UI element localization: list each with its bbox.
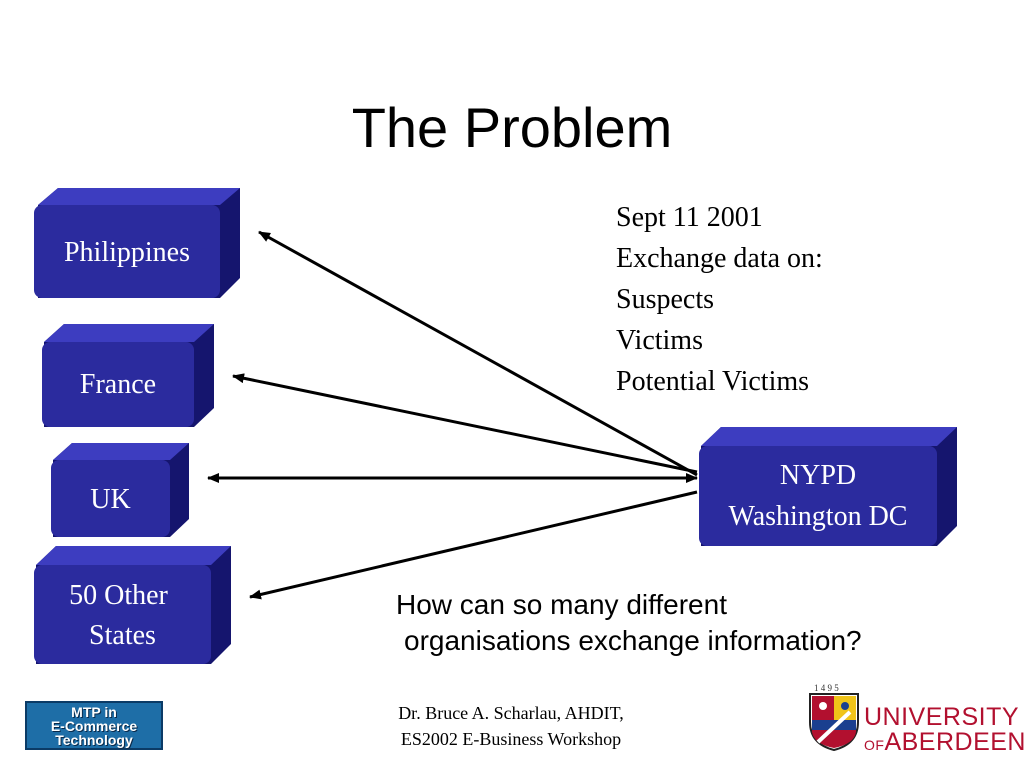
info-line: Exchange data on:	[616, 243, 823, 274]
crest-year: 1 4 9 5	[814, 683, 839, 693]
footer-line1: Dr. Bruce A. Scharlau, AHDIT,	[398, 703, 624, 723]
info-list: Sept 11 2001 Exchange data on: Suspects …	[616, 197, 823, 402]
university-crest-icon: 1 4 9 5	[809, 683, 859, 752]
university-name-line2: OFABERDEEN	[864, 730, 1024, 757]
university-name-line1: UNIVERSITY	[864, 703, 1020, 731]
nypd-label-line2: Washington DC	[728, 501, 908, 532]
france-label: France	[79, 369, 157, 400]
slide-title: The Problem	[351, 96, 673, 159]
mtp-logo-line1: MTP in	[71, 703, 117, 720]
info-line: Victims	[616, 325, 703, 356]
info-line: Suspects	[616, 284, 714, 315]
arrow-other-states	[249, 490, 698, 600]
question-line2: organisations exchange information?	[404, 625, 862, 656]
question-text: How can so many different organisations …	[396, 587, 862, 659]
university-of: OF	[864, 737, 885, 753]
other-states-label-line2: States	[89, 620, 156, 651]
mtp-logo-line3: Technology	[55, 731, 133, 748]
nypd-box	[699, 427, 957, 546]
mtp-logo-line2: E-Commerce	[50, 717, 138, 734]
university-aberdeen: ABERDEEN	[884, 728, 1024, 756]
info-line: Potential Victims	[616, 366, 810, 397]
arrow-philippines	[258, 230, 698, 477]
philippines-label: Philippines	[63, 237, 190, 268]
other-states-label-line1: 50 Other	[69, 580, 168, 611]
footer-line2: ES2002 E-Business Workshop	[400, 729, 622, 749]
philippines-box	[34, 188, 240, 298]
arrow-france	[232, 373, 698, 474]
mtp-logo: MTP in E-Commerce Technology	[25, 701, 163, 750]
question-line1: How can so many different	[396, 589, 727, 620]
uk-label: UK	[90, 484, 131, 515]
nypd-label-line1: NYPD	[779, 460, 857, 491]
uk-box	[51, 443, 189, 537]
other-states-box	[34, 546, 231, 664]
info-line: Sept 11 2001	[616, 202, 763, 233]
footer-credit: Dr. Bruce A. Scharlau, AHDIT, ES2002 E-B…	[350, 700, 672, 752]
france-box	[42, 324, 214, 427]
